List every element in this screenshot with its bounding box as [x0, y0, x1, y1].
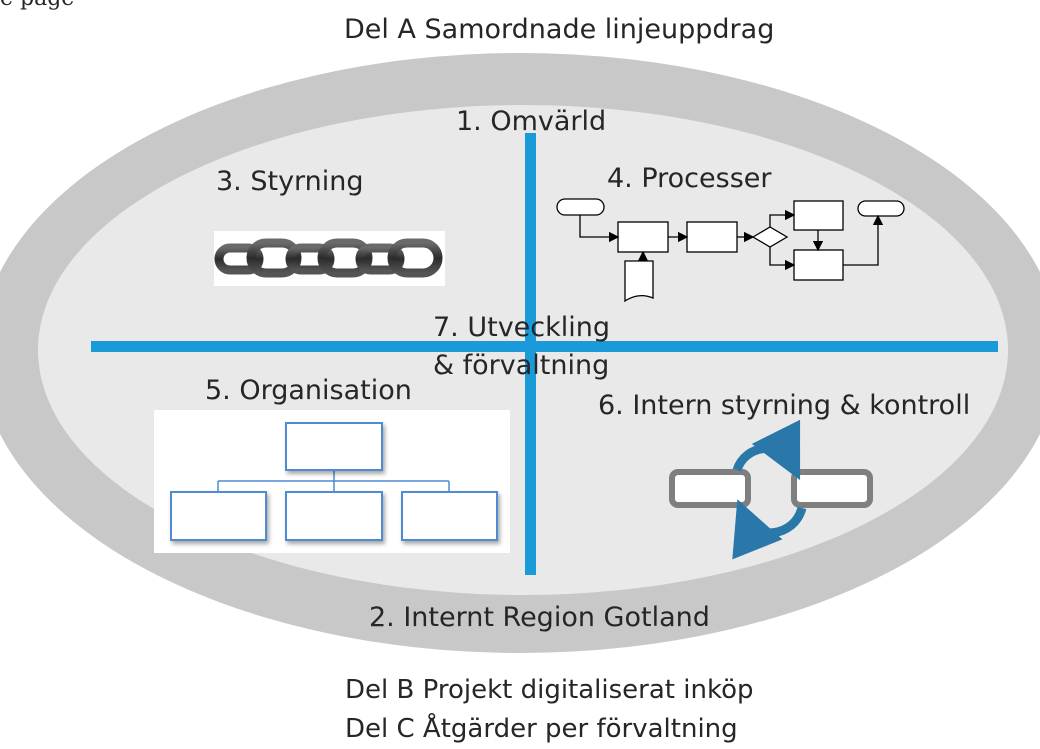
label-utveckling-line2: & förvaltning [433, 350, 610, 381]
flowchart-image [556, 198, 905, 303]
label-organisation: 5. Organisation [205, 375, 412, 406]
label-intern-kontroll: 6. Intern styrning & kontroll [598, 390, 971, 421]
footer-del-c: Del C Åtgärder per förvaltning [345, 714, 738, 744]
org-chart-image [154, 410, 510, 553]
label-internt: 2. Internt Region Gotland [369, 602, 710, 633]
vertical-axis [525, 133, 536, 575]
footer-del-b: Del B Projekt digitaliserat inköp [345, 675, 754, 705]
top-fragment-text: e page [0, 0, 74, 11]
label-processer: 4. Processer [607, 163, 772, 194]
cycle-arrows-image [669, 419, 873, 560]
diagram-title: Del A Samordnade linjeuppdrag [344, 14, 775, 45]
horizontal-axis [91, 341, 998, 352]
label-utveckling-line1: 7. Utveckling [433, 312, 611, 343]
chain-image [214, 231, 445, 286]
label-omvarld: 1. Omvärld [456, 106, 607, 137]
label-styrning: 3. Styrning [216, 166, 364, 197]
